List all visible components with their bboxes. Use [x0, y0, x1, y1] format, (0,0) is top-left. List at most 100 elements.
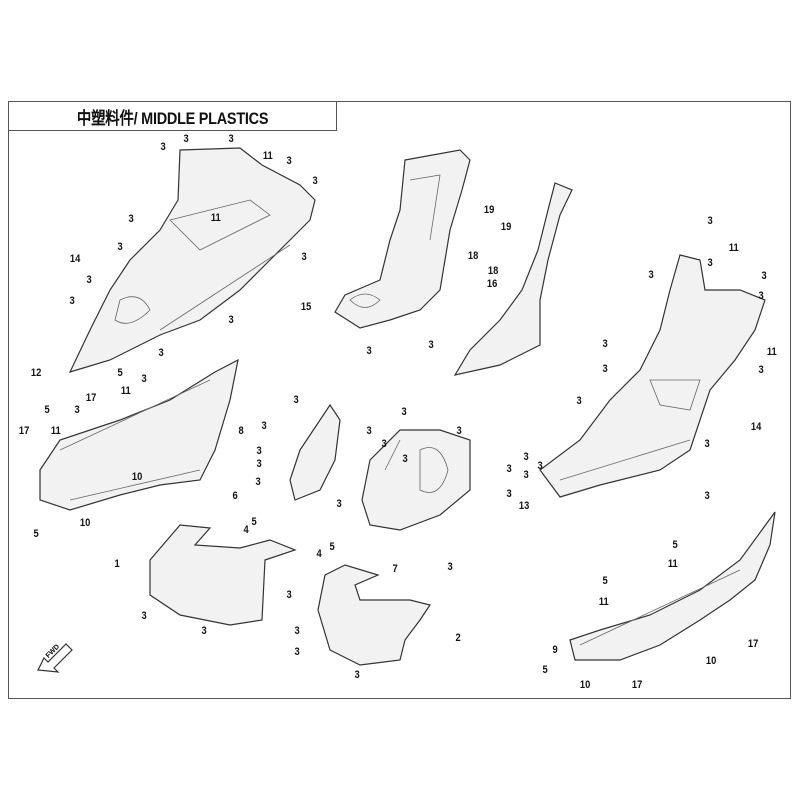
- callout-left-upper-side-panel: 3: [128, 213, 134, 225]
- callout-right-rocker-panel: 10: [579, 679, 591, 691]
- callout-left-rocker-panel: 11: [120, 385, 131, 397]
- callout-left-rocker-panel: 5: [117, 367, 123, 379]
- callout-right-rocker-panel: 5: [672, 539, 678, 551]
- callout-left-rocker-panel: 11: [50, 425, 61, 437]
- callout-center-trim-strip: 18: [487, 265, 499, 277]
- callout-center-tunnel-7: 3: [506, 463, 512, 475]
- callout-center-console-panel: 19: [483, 204, 495, 216]
- forward-arrow-icon: [37, 643, 73, 673]
- callout-left-rocker-panel: 17: [18, 425, 30, 437]
- diagram-title: 中塑料件/ MIDDLE PLASTICS: [76, 108, 269, 128]
- callout-left-upper-side-panel: 3: [158, 347, 164, 359]
- callout-center-tunnel-7: 3: [447, 561, 453, 573]
- callout-front-floor-panel-1: 3: [201, 625, 207, 637]
- callout-right-rocker-panel: 11: [598, 596, 609, 608]
- callout-right-upper-side-panel: 3: [707, 257, 713, 269]
- callout-front-floor-panel-2: 3: [354, 669, 360, 681]
- callout-left-rocker-panel: 10: [79, 517, 91, 529]
- callout-center-tunnel-7: 3: [336, 498, 342, 510]
- callout-right-upper-side-panel: 3: [537, 460, 543, 472]
- callout-left-rocker-panel: 17: [85, 392, 97, 404]
- callout-right-rocker-panel: 9: [552, 644, 558, 656]
- callout-left-upper-side-panel: 3: [312, 175, 318, 187]
- callout-left-upper-side-panel: 14: [69, 253, 81, 265]
- callout-center-trim-strip: 3: [428, 339, 434, 351]
- callout-right-upper-side-panel: 3: [648, 269, 654, 281]
- callout-right-upper-side-panel: 3: [707, 215, 713, 227]
- inner-panel-6: [289, 403, 341, 501]
- callout-right-rocker-panel: 5: [542, 664, 548, 676]
- callout-right-upper-side-panel: 11: [766, 346, 777, 358]
- callout-left-rocker-panel: 3: [74, 404, 80, 416]
- front-floor-panel-2: [317, 564, 431, 666]
- callout-right-upper-side-panel: 13: [518, 500, 530, 512]
- callout-left-upper-side-panel: 3: [301, 251, 307, 263]
- callout-left-rocker-panel: 5: [33, 528, 39, 540]
- callout-right-upper-side-panel: 3: [576, 395, 582, 407]
- callout-front-floor-panel-2: 3: [286, 589, 292, 601]
- right-upper-side-panel: [539, 254, 766, 498]
- callout-inner-panel-6: 6: [232, 490, 238, 502]
- callout-right-upper-side-panel: 14: [750, 421, 762, 433]
- callout-right-rocker-panel: 11: [667, 558, 678, 570]
- callout-right-upper-side-panel: 3: [758, 364, 764, 376]
- callout-left-rocker-panel: 3: [141, 373, 147, 385]
- callout-left-upper-side-panel: 3: [69, 295, 75, 307]
- callout-center-tunnel-7: 4: [316, 548, 322, 560]
- callout-center-tunnel-7: 3: [401, 406, 407, 418]
- callout-right-upper-side-panel: 3: [761, 270, 767, 282]
- callout-center-console-panel: 15: [300, 301, 312, 313]
- right-rocker-panel: [569, 511, 776, 661]
- callout-right-upper-side-panel: 3: [523, 469, 529, 481]
- callout-right-upper-side-panel: 3: [602, 338, 608, 350]
- callout-left-rocker-panel: 8: [238, 425, 244, 437]
- callout-front-floor-panel-2: 2: [455, 632, 461, 644]
- callout-center-trim-strip: 16: [486, 278, 498, 290]
- callout-inner-panel-6: 3: [293, 394, 299, 406]
- callout-left-upper-side-panel: 3: [160, 141, 166, 153]
- callout-center-tunnel-7: 5: [329, 541, 335, 553]
- fwd-arrow: FWD: [36, 640, 76, 679]
- front-floor-panel-1: [149, 524, 297, 626]
- callout-inner-panel-6: 5: [251, 516, 257, 528]
- center-console-panel: [334, 149, 471, 329]
- callout-inner-panel-6: 3: [256, 458, 262, 470]
- callout-right-upper-side-panel: 3: [758, 290, 764, 302]
- callout-right-upper-side-panel: 3: [704, 490, 710, 502]
- callout-right-upper-side-panel: 3: [523, 451, 529, 463]
- callout-right-rocker-panel: 10: [705, 655, 717, 667]
- callout-right-rocker-panel: 5: [602, 575, 608, 587]
- callout-center-tunnel-7: 3: [402, 453, 408, 465]
- callout-right-rocker-panel: 17: [631, 679, 643, 691]
- left-rocker-panel: [39, 358, 239, 511]
- callout-left-upper-side-panel: 3: [286, 155, 292, 167]
- callout-right-upper-side-panel: 11: [728, 242, 739, 254]
- callout-inner-panel-6: 3: [255, 476, 261, 488]
- callout-center-tunnel-7: 3: [456, 425, 462, 437]
- callout-left-rocker-panel: 10: [131, 471, 143, 483]
- title-box: 中塑料件/ MIDDLE PLASTICS: [8, 101, 337, 131]
- callout-center-console-panel: 18: [467, 250, 479, 262]
- callout-left-upper-side-panel: 12: [30, 367, 42, 379]
- center-tunnel-7: [361, 429, 471, 531]
- callout-center-trim-strip: 19: [500, 221, 512, 233]
- callout-center-tunnel-7: 7: [392, 563, 398, 575]
- callout-left-upper-side-panel: 3: [183, 133, 189, 145]
- callout-left-rocker-panel: 5: [44, 404, 50, 416]
- callout-center-console-panel: 3: [366, 345, 372, 357]
- callout-right-upper-side-panel: 3: [704, 438, 710, 450]
- center-trim-strip: [453, 182, 573, 376]
- left-upper-side-panel: [68, 147, 316, 373]
- callout-inner-panel-6: 4: [243, 524, 249, 536]
- callout-left-upper-side-panel: 3: [228, 133, 234, 145]
- callout-left-upper-side-panel: 3: [86, 274, 92, 286]
- callout-front-floor-panel-1: 3: [141, 610, 147, 622]
- callout-left-upper-side-panel: 11: [262, 150, 273, 162]
- callout-right-upper-side-panel: 3: [602, 363, 608, 375]
- callout-right-rocker-panel: 17: [747, 638, 759, 650]
- callout-center-tunnel-7: 3: [506, 488, 512, 500]
- callout-front-floor-panel-1: 1: [114, 558, 120, 570]
- diagram-frame: [8, 101, 791, 699]
- callout-left-upper-side-panel: 3: [117, 241, 123, 253]
